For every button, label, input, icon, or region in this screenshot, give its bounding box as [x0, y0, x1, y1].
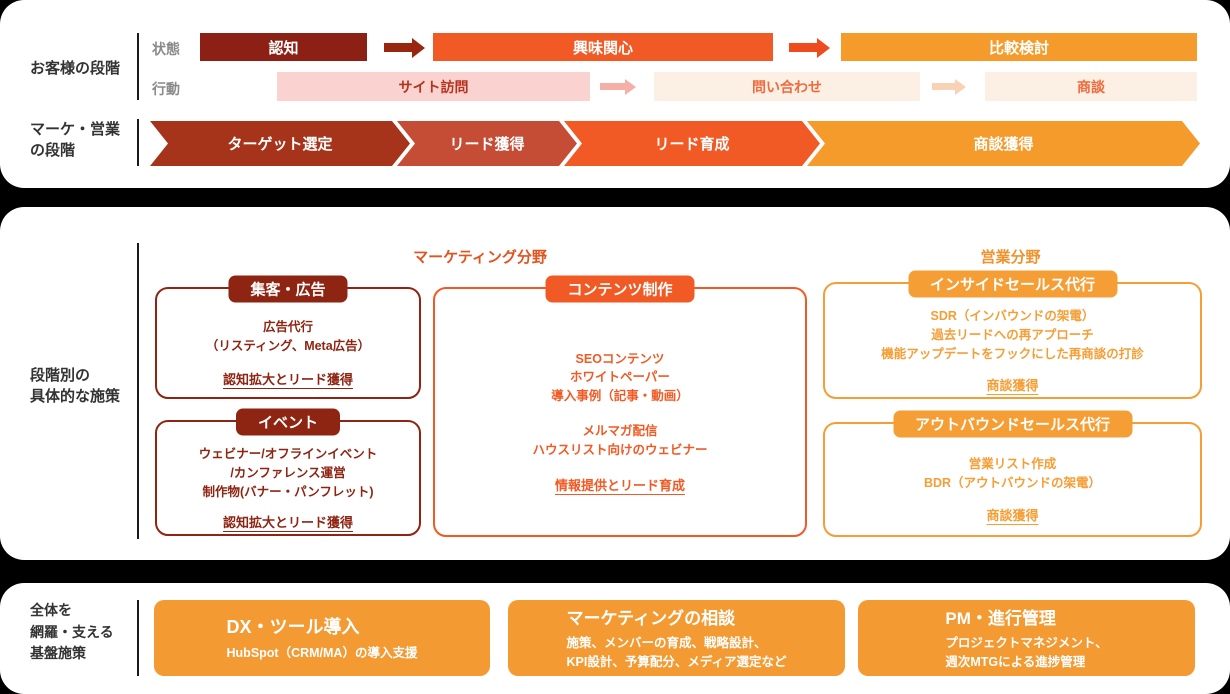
action-site-visit: サイト訪問	[277, 72, 590, 101]
chevron-meeting-acquisition: 商談獲得	[807, 121, 1200, 166]
events-box-goal: 認知拡大とリード獲得	[222, 514, 353, 530]
label-line: マーケ・営業	[30, 121, 121, 138]
arrow-right-icon	[384, 43, 425, 52]
divider-line	[137, 119, 139, 166]
text-line: HubSpot（CRM/MA）の導入支援	[226, 646, 418, 661]
foundation-label: 全体を 網羅・支える 基盤施策	[30, 600, 114, 665]
inside-sales-box-goal: 商談獲得	[986, 377, 1039, 393]
events-box-body: ウェビナー/オフラインイベント /カンファレンス運営 制作物(バナー・パンフレッ…	[157, 422, 419, 544]
divider-line	[137, 600, 139, 676]
state-interest: 興味関心	[433, 33, 773, 61]
events-box-lines: ウェビナー/オフラインイベント /カンファレンス運営 制作物(バナー・パンフレッ…	[199, 445, 377, 501]
outbound-sales-box-title: アウトバウンドセールス代行	[892, 410, 1133, 438]
chevron-target-selection: ターゲット選定	[150, 121, 410, 166]
text-line: メルマガ配信	[582, 423, 658, 438]
label-line: 具体的な施策	[30, 388, 121, 405]
action-meeting: 商談	[985, 72, 1197, 101]
text-line: 過去リードへの再アプローチ	[931, 328, 1094, 343]
ads-box-lines: 広告代行 （リスティング、Meta広告）	[206, 318, 370, 356]
pm-progress-box-inner: PM・進行管理 プロジェクトマネジメント、 週次MTGによる進捗管理	[945, 604, 1107, 672]
content-box-lines-1: SEOコンテンツ ホワイトペーパー 導入事例（記事・動画）	[551, 350, 689, 406]
measures-label: 段階別の 具体的な施策	[30, 365, 120, 407]
divider-line	[137, 33, 139, 100]
events-box-title: イベント	[235, 408, 341, 436]
events-box: イベント ウェビナー/オフラインイベント /カンファレンス運営 制作物(バナー・…	[155, 408, 421, 536]
arrow-right-icon	[789, 43, 830, 52]
inside-sales-box-lines: SDR（インバウンドの架電） 過去リードへの再アプローチ 機能アップデートをフッ…	[881, 307, 1144, 363]
text-line: KPI設計、予算配分、メディア選定など	[566, 655, 787, 669]
label-line: 網羅・支える	[30, 623, 114, 640]
marketing-consult-box-inner: マーケティングの相談 施策、メンバーの育成、戦略設計、 KPI設計、予算配分、メ…	[567, 604, 787, 672]
sales-field-header: 営業分野	[980, 249, 1041, 266]
label-line: の段階	[30, 142, 76, 159]
marketing-consult-box: マーケティングの相談 施策、メンバーの育成、戦略設計、 KPI設計、予算配分、メ…	[508, 600, 845, 676]
customer-journey-card: お客様の段階 状態 認知 興味関心 比較検討 行動 サイト訪問 問い合わせ 商談…	[0, 0, 1230, 188]
text-line: 施策、メンバーの育成、戦略設計、	[566, 636, 767, 651]
dx-tools-title: DX・ツール導入	[226, 617, 360, 638]
ads-box-body: 広告代行 （リスティング、Meta広告） 認知拡大とリード獲得	[157, 289, 419, 407]
outbound-sales-box-body: 営業リスト作成 BDR（アウトバウンドの架電） 商談獲得	[825, 424, 1200, 545]
action-inquiry: 問い合わせ	[654, 72, 920, 101]
inside-sales-box-title: インサイドセールス代行	[907, 270, 1118, 298]
label-line: 基盤施策	[30, 645, 86, 662]
chevron-lead-generation: リード獲得	[397, 121, 577, 166]
text-line: /カンファレンス運営	[230, 466, 346, 481]
outbound-sales-box-goal: 商談獲得	[986, 508, 1039, 524]
text-line: （リスティング、Meta広告）	[205, 339, 371, 353]
marketing-sales-stage-label: マーケ・営業 の段階	[30, 119, 120, 161]
outbound-sales-box: アウトバウンドセールス代行 営業リスト作成 BDR（アウトバウンドの架電） 商談…	[823, 410, 1202, 537]
inside-sales-box-body: SDR（インバウンドの架電） 過去リードへの再アプローチ 機能アップデートをフッ…	[825, 284, 1200, 407]
text-line: 導入事例（記事・動画）	[551, 389, 689, 404]
content-box-goal: 情報提供とリード育成	[554, 478, 685, 494]
action-row-label: 行動	[152, 81, 180, 97]
outbound-sales-box-lines: 営業リスト作成 BDR（アウトバウンドの架電）	[924, 455, 1101, 493]
measures-card: 段階別の 具体的な施策 マーケティング分野 営業分野 集客・広告 広告代行 （リ…	[0, 207, 1230, 560]
content-box-body: SEOコンテンツ ホワイトペーパー 導入事例（記事・動画） メルマガ配信 ハウス…	[435, 289, 805, 545]
text-line: BDR（アウトバウンドの架電）	[923, 475, 1102, 490]
arrow-right-icon	[600, 83, 636, 90]
dx-tools-box-inner: DX・ツール導入 HubSpot（CRM/MA）の導入支援	[227, 613, 418, 663]
ads-box: 集客・広告 広告代行 （リスティング、Meta広告） 認知拡大とリード獲得	[155, 275, 421, 399]
foundation-card: 全体を 網羅・支える 基盤施策 DX・ツール導入 HubSpot（CRM/MA）…	[0, 583, 1230, 694]
ads-box-goal: 認知拡大とリード獲得	[222, 371, 353, 387]
inside-sales-box: インサイドセールス代行 SDR（インバウンドの架電） 過去リードへの再アプローチ…	[823, 270, 1202, 399]
text-line: 機能アップデートをフックにした再商談の打診	[881, 346, 1144, 361]
content-box: コンテンツ制作 SEOコンテンツ ホワイトペーパー 導入事例（記事・動画） メル…	[433, 275, 807, 537]
text-line: プロジェクトマネジメント、	[945, 636, 1108, 651]
marketing-consult-title: マーケティングの相談	[566, 609, 736, 629]
marketing-field-header: マーケティング分野	[413, 249, 547, 266]
state-awareness: 認知	[200, 33, 367, 61]
pm-progress-box: PM・進行管理 プロジェクトマネジメント、 週次MTGによる進捗管理	[858, 600, 1195, 676]
arrow-right-icon	[932, 83, 966, 90]
text-line: SEOコンテンツ	[575, 351, 665, 366]
divider-line	[137, 243, 139, 539]
state-comparison: 比較検討	[841, 33, 1197, 61]
label-line: 段階別の	[30, 367, 91, 384]
customer-stage-label: お客様の段階	[30, 60, 121, 77]
text-line: SDR（インバウンドの架電）	[930, 309, 1095, 324]
pm-progress-title: PM・進行管理	[945, 609, 1056, 629]
text-line: 制作物(バナー・パンフレット)	[202, 484, 374, 499]
ads-box-title: 集客・広告	[228, 275, 348, 303]
text-line: ホワイトペーパー	[570, 370, 670, 385]
text-line: ハウスリスト向けのウェビナー	[532, 442, 708, 457]
content-box-lines-2: メルマガ配信 ハウスリスト向けのウェビナー	[532, 422, 707, 460]
label-line: 全体を	[30, 602, 72, 618]
text-line: 週次MTGによる進捗管理	[945, 655, 1086, 669]
chevron-lead-nurturing: リード育成	[564, 121, 820, 166]
text-line: ウェビナー/オフラインイベント	[198, 447, 378, 462]
content-box-title: コンテンツ制作	[545, 275, 695, 303]
dx-tools-box: DX・ツール導入 HubSpot（CRM/MA）の導入支援	[154, 600, 490, 676]
state-row-label: 状態	[152, 41, 180, 57]
text-line: 広告代行	[262, 320, 313, 335]
text-line: 営業リスト作成	[968, 456, 1057, 471]
funnel-chevron-bar: ターゲット選定 リード獲得 リード育成 商談獲得	[150, 121, 1200, 166]
